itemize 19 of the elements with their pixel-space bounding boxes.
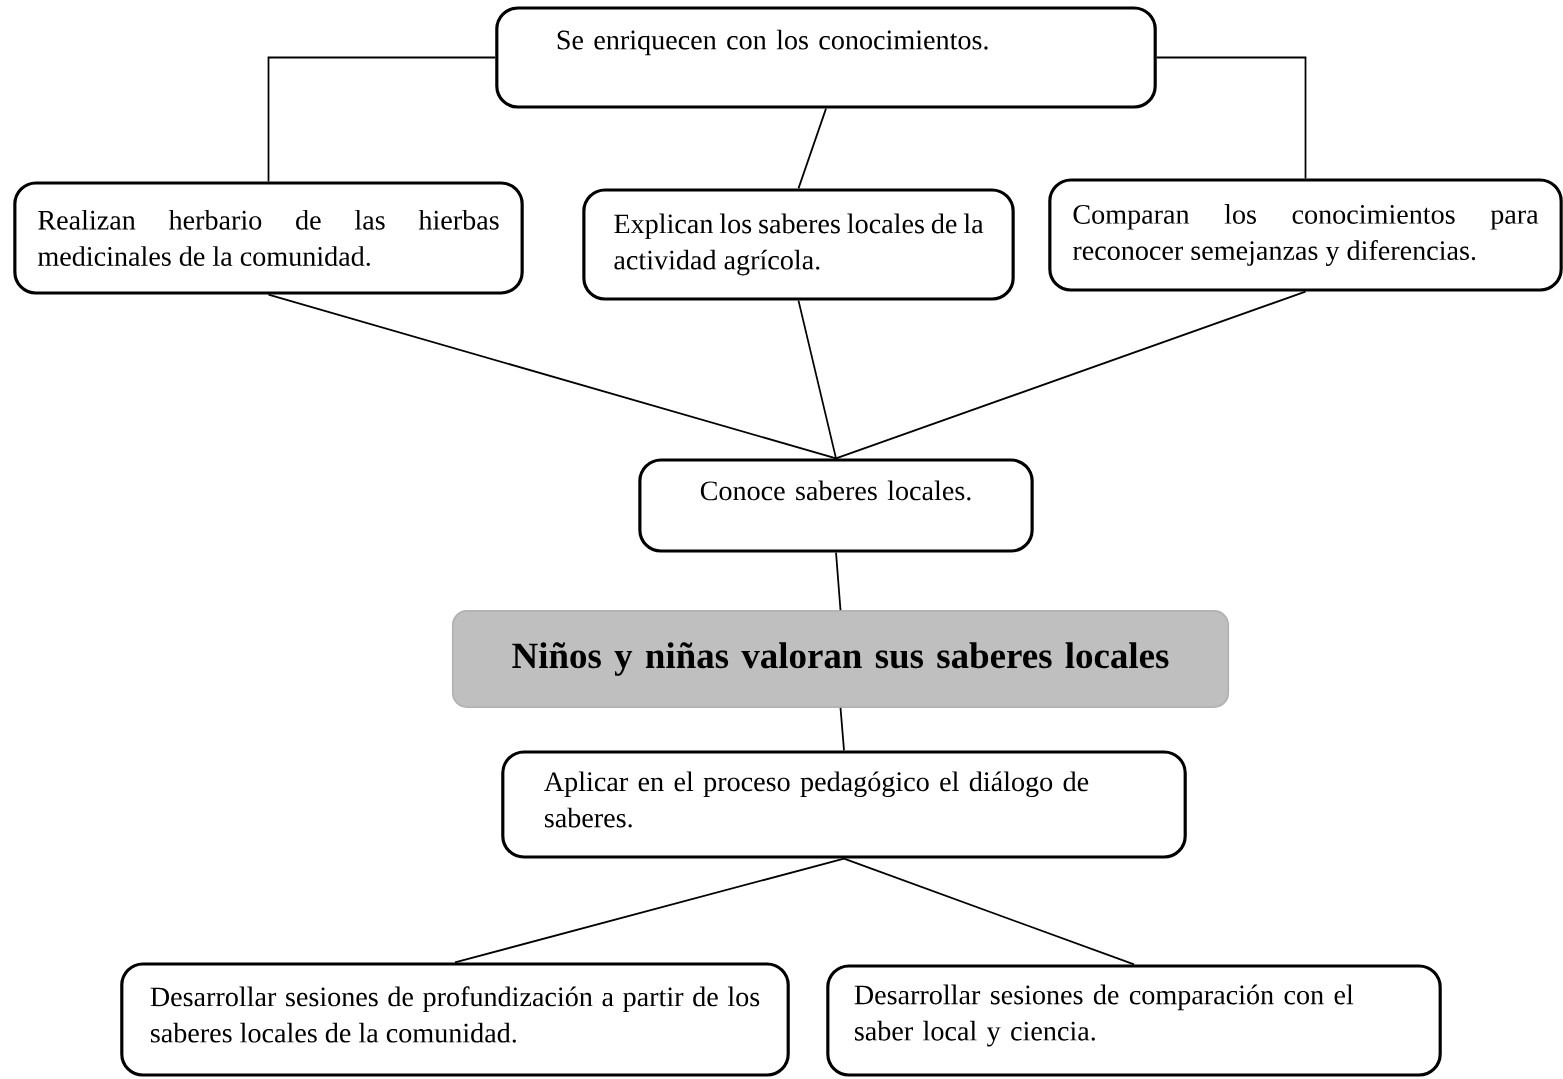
text-box: Desarrollar sesiones de profundización a partir de los saberes locales de la comunidad. xyxy=(120,962,790,1077)
text-box: Aplicar en el proceso pedagógico el diálogo de saberes. xyxy=(501,750,1187,859)
connector-line xyxy=(835,290,1307,460)
text-box: Explican los saberes locales de la actividad agrícola. xyxy=(582,188,1015,301)
connector-line xyxy=(267,293,837,460)
connector-line xyxy=(797,107,827,190)
text-box: Conoce saberes locales. xyxy=(638,458,1034,553)
connector-line xyxy=(843,857,1135,966)
text-box: Desarrollar sesiones de comparación con el saber local y ciencia. xyxy=(826,964,1442,1077)
connector-line xyxy=(267,56,497,183)
connector-line xyxy=(839,707,845,752)
text-box: Comparan los conocimientos para reconocer semejanzas y diferencias. xyxy=(1048,178,1563,292)
connector-line xyxy=(835,551,842,611)
text-box: Realizan herbario de las hierbas medicinales de la comunidad. xyxy=(13,181,524,295)
connector-line xyxy=(454,857,845,964)
title-box: Niños y niñas valoran sus saberes locales xyxy=(451,610,1230,708)
connector-line xyxy=(1155,56,1307,180)
text-box: Se enriquecen con los conocimientos. xyxy=(495,6,1157,109)
connector-line xyxy=(797,299,837,460)
